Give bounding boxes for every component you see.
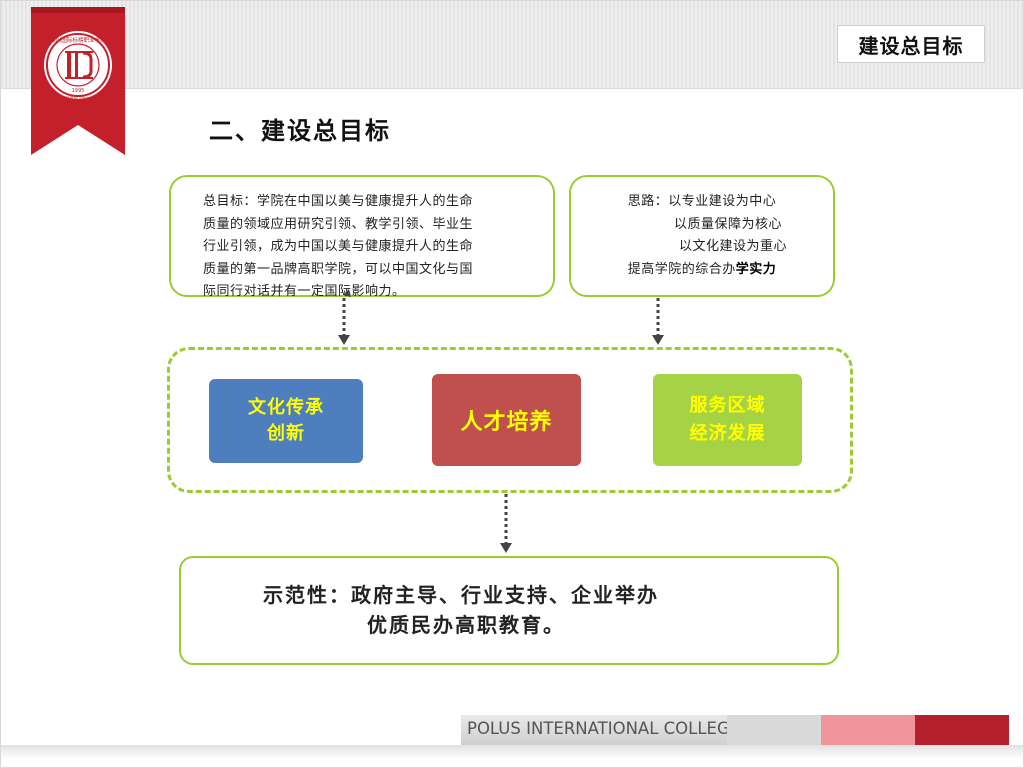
idea-line-2: 以质量保障为核心 [673,216,782,232]
arrow-head-idea [652,335,664,345]
pillar-culture-line-1: 文化传承 [248,397,324,418]
demonstration-line-1: 示范性：政府主导、行业支持、企业举办 [263,583,659,607]
idea-line-1: 思路：以专业建设为中心 [627,194,777,209]
arrow-head-goal [338,335,350,345]
idea-box: 思路：以专业建设为中心 以质量保障为核心 以文化建设为重心 提高学院的综合办学实… [569,175,835,297]
goal-line-3: 行业引领，成为中国以美与健康提升人的生命 [203,239,474,254]
logo-en: POLUS INTERNATIONAL COLLEGE [50,96,106,100]
pillar-service-line-1: 服务区域 [689,395,766,416]
footer-light-block [727,715,821,745]
pillar-culture-line-2: 创新 [267,423,305,444]
goal-line-1: 总目标：学院在中国以美与健康提升人的生命 [203,194,474,209]
goal-box: 总目标：学院在中国以美与健康提升人的生命 质量的领域应用研究引领、教学引领、毕业… [169,175,555,299]
demonstration-line-2: 优质民办高职教育。 [367,613,565,637]
pillar-culture: 文化传承 创新 [209,379,363,463]
goal-line-2: 质量的领域应用研究引领、教学引领、毕业生 [203,216,474,232]
section-tag: 建设总目标 [837,25,985,63]
pillar-service: 服务区域 经济发展 [653,374,802,466]
footer-pink-block [821,715,915,745]
arrow-head-pillars [500,543,512,553]
college-logo-bookmark: 四川国际标榜职业学院 1995 POLUS INTERNATIONAL COLL… [31,7,125,155]
pillar-service-line-2: 经济发展 [689,423,766,444]
logo-year: 1995 [72,88,85,94]
pillars-frame [167,347,853,493]
idea-line-4-strong: 学实力 [735,261,777,277]
idea-line-4-prefix: 提高学院的综合办 [627,261,736,277]
footer-college-name: POLUS INTERNATIONAL COLLEGE [467,719,741,738]
footer-grey-block [461,715,727,745]
logo-text: 四川国际标榜职业学院 [50,36,106,44]
pillar-talent: 人才培养 [432,374,581,466]
idea-line-4: 提高学院的综合办学实力 [581,259,823,282]
demonstration-box: 示范性：政府主导、行业支持、企业举办 优质民办高职教育。 [179,556,839,665]
footer-red-block [915,715,1009,745]
footer-shadow [1,745,1023,759]
goal-line-5: 际同行对话并有一定国际影响力。 [203,284,406,299]
idea-line-3: 以文化建设为重心 [678,239,787,254]
goal-line-4: 质量的第一品牌高职学院，可以中国文化与国 [203,261,474,277]
page-title: 二、建设总目标 [209,116,391,145]
